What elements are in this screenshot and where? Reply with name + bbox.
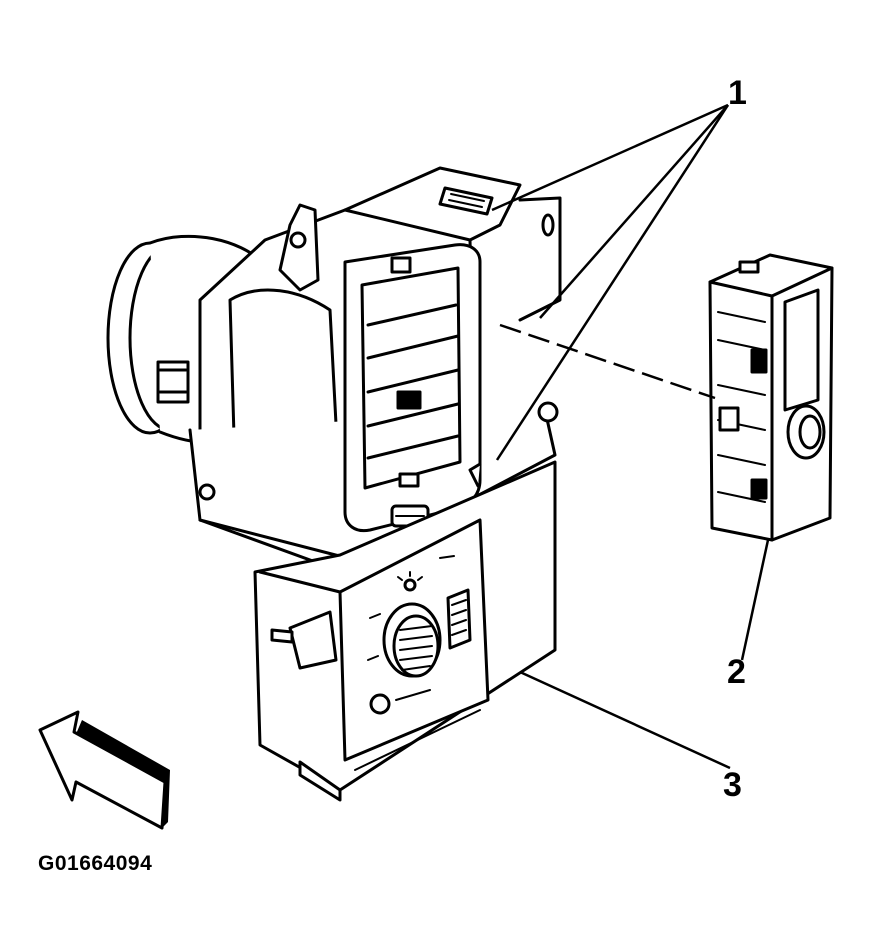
headlamp-knob: [382, 602, 442, 678]
callout-1: 1: [728, 74, 747, 112]
leader-lines: [491, 103, 770, 770]
forward-arrow-icon: [38, 710, 170, 830]
callout-2: 2: [727, 653, 746, 691]
figure-id: G01664094: [38, 852, 153, 875]
vent-face: [343, 243, 482, 533]
callout-3: 3: [723, 766, 742, 804]
switch-module: [708, 253, 834, 542]
top-grille: [438, 186, 494, 216]
headlamp-switch-panel: [253, 460, 557, 802]
